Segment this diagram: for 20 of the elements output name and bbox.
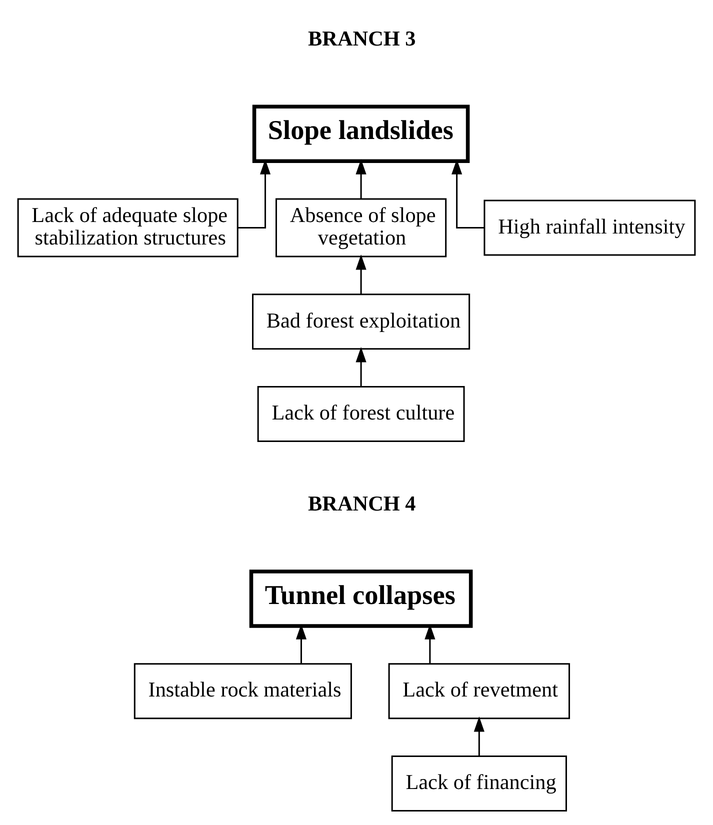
arrow bbox=[356, 347, 366, 386]
node-box: Absence of slope vegetation bbox=[275, 198, 447, 258]
label: BRANCH 3 bbox=[308, 26, 416, 51]
node-box: Lack of adequate slope stabilization structures bbox=[17, 198, 238, 258]
arrow bbox=[356, 254, 366, 294]
arrow bbox=[474, 716, 484, 756]
arrow bbox=[238, 159, 271, 229]
node-box: Bad forest exploitation bbox=[252, 294, 470, 350]
arrow bbox=[452, 159, 484, 229]
arrow bbox=[424, 624, 436, 664]
node-box: Tunnel collapses bbox=[249, 570, 473, 628]
node-box: Instable rock materials bbox=[134, 663, 352, 720]
node-box: Lack of forest culture bbox=[257, 386, 465, 442]
node-box: Lack of financing bbox=[391, 755, 567, 812]
node-box: Lack of revetment bbox=[388, 663, 570, 720]
arrow bbox=[356, 159, 366, 199]
arrow bbox=[296, 624, 307, 664]
label: BRANCH 4 bbox=[308, 491, 416, 516]
node-box: Slope landslides bbox=[252, 104, 470, 164]
node-box: High rainfall intensity bbox=[484, 200, 696, 256]
